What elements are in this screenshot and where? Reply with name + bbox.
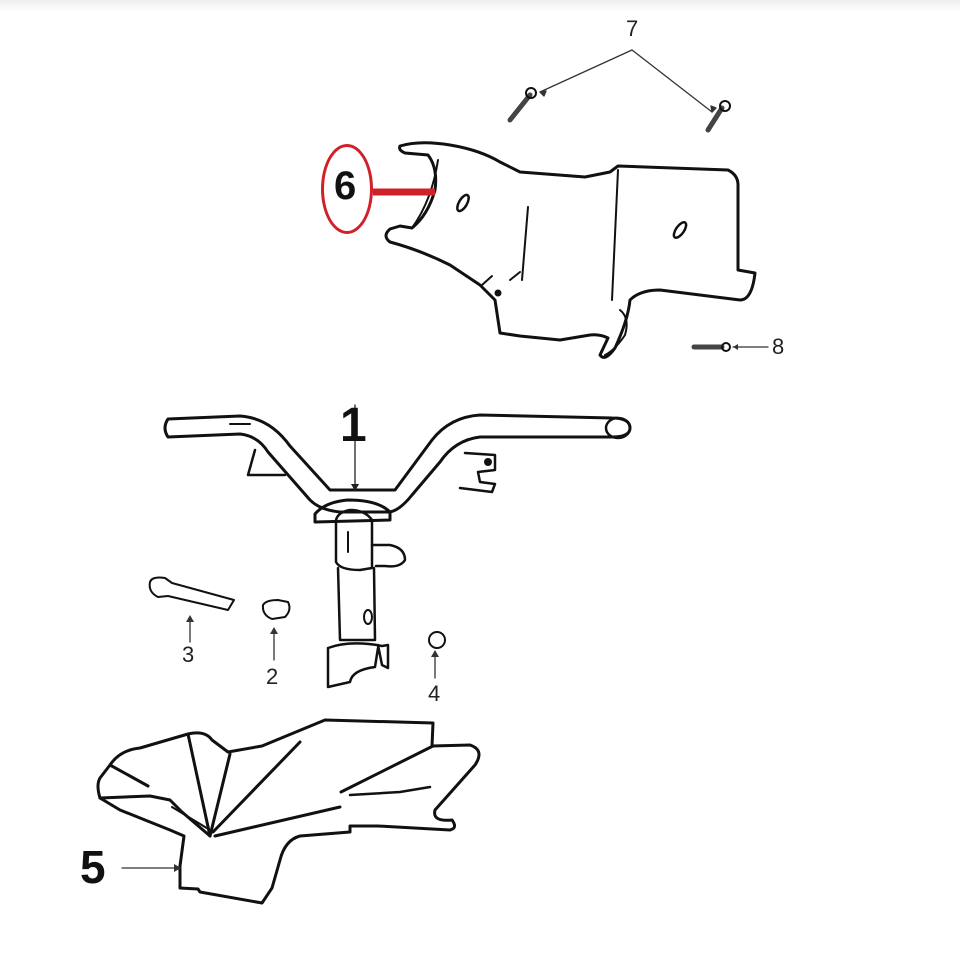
part-7-screw-right	[705, 100, 731, 133]
label-part-1: 1	[340, 399, 367, 452]
part-1-handlebar	[163, 404, 632, 689]
part-7-screw-left	[507, 87, 537, 123]
label-part-7: 7	[626, 16, 639, 41]
part-4-nut	[428, 631, 446, 679]
part-3-bolt	[148, 576, 235, 643]
label-part-8: 8	[772, 334, 785, 359]
part-8-screw	[691, 342, 769, 352]
label-part-2: 2	[266, 664, 279, 689]
label-part-6: 6	[334, 164, 357, 208]
part-5-lower-cover	[96, 718, 481, 905]
part-6-upper-cover	[384, 141, 757, 359]
part-2-bushing	[261, 599, 291, 661]
label-part-3: 3	[182, 642, 195, 667]
label-part-5: 5	[80, 841, 106, 893]
label-part-4: 4	[428, 681, 441, 706]
part-7-leader-lines	[539, 49, 717, 113]
top-shade	[0, 0, 960, 12]
highlight-circle	[321, 144, 373, 234]
